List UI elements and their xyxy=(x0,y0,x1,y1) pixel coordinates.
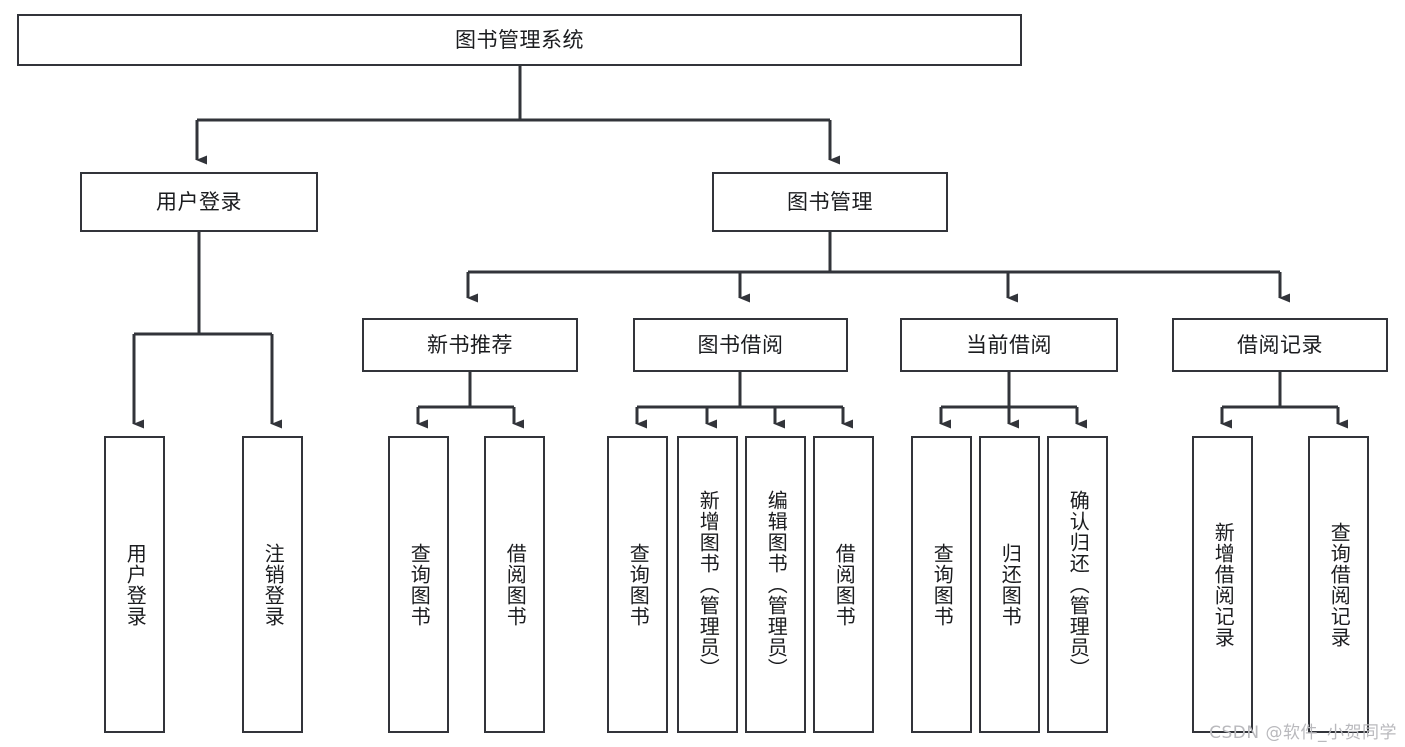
node-user-login[interactable]: 用户登录 xyxy=(80,172,318,232)
node-borrow-records[interactable]: 借阅记录 xyxy=(1172,318,1388,372)
leaf-user-logout[interactable]: 注销登录 xyxy=(242,436,303,733)
leaf-label: 归还图书 xyxy=(998,542,1023,627)
leaf-borrow-book[interactable]: 借阅图书 xyxy=(813,436,874,733)
leaf-query-books-borrow[interactable]: 查询图书 xyxy=(607,436,668,733)
leaf-label: 借阅图书 xyxy=(503,542,528,627)
leaf-confirm-return-admin[interactable]: 确认归还（管理员） xyxy=(1047,436,1108,733)
node-new-book-recommend[interactable]: 新书推荐 xyxy=(362,318,578,372)
leaf-label: 用户登录 xyxy=(123,542,148,627)
leaf-edit-book-admin[interactable]: 编辑图书（管理员） xyxy=(745,436,806,733)
leaf-borrow-books-recommend[interactable]: 借阅图书 xyxy=(484,436,545,733)
leaf-query-books-current[interactable]: 查询图书 xyxy=(911,436,972,733)
node-current-borrow[interactable]: 当前借阅 xyxy=(900,318,1118,372)
leaf-label: 查询借阅记录 xyxy=(1327,521,1352,648)
leaf-label: 查询图书 xyxy=(407,542,432,627)
node-book-management[interactable]: 图书管理 xyxy=(712,172,948,232)
csdn-watermark: CSDN @软件_小贺同学 xyxy=(1209,723,1397,743)
leaf-return-book[interactable]: 归还图书 xyxy=(979,436,1040,733)
leaf-label: 确认归还（管理员） xyxy=(1066,490,1091,679)
leaf-label: 注销登录 xyxy=(261,542,286,627)
leaf-add-borrow-record[interactable]: 新增借阅记录 xyxy=(1192,436,1253,733)
leaf-query-books-recommend[interactable]: 查询图书 xyxy=(388,436,449,733)
node-book-borrow[interactable]: 图书借阅 xyxy=(633,318,848,372)
leaf-label: 借阅图书 xyxy=(832,542,857,627)
leaf-label: 新增图书（管理员） xyxy=(696,490,721,679)
leaf-label: 查询图书 xyxy=(626,542,651,627)
leaf-label: 编辑图书（管理员） xyxy=(764,490,789,679)
leaf-add-book-admin[interactable]: 新增图书（管理员） xyxy=(677,436,738,733)
leaf-label: 查询图书 xyxy=(930,542,955,627)
leaf-query-borrow-record[interactable]: 查询借阅记录 xyxy=(1308,436,1369,733)
node-root-system[interactable]: 图书管理系统 xyxy=(17,14,1022,66)
leaf-user-login[interactable]: 用户登录 xyxy=(104,436,165,733)
leaf-label: 新增借阅记录 xyxy=(1211,521,1236,648)
